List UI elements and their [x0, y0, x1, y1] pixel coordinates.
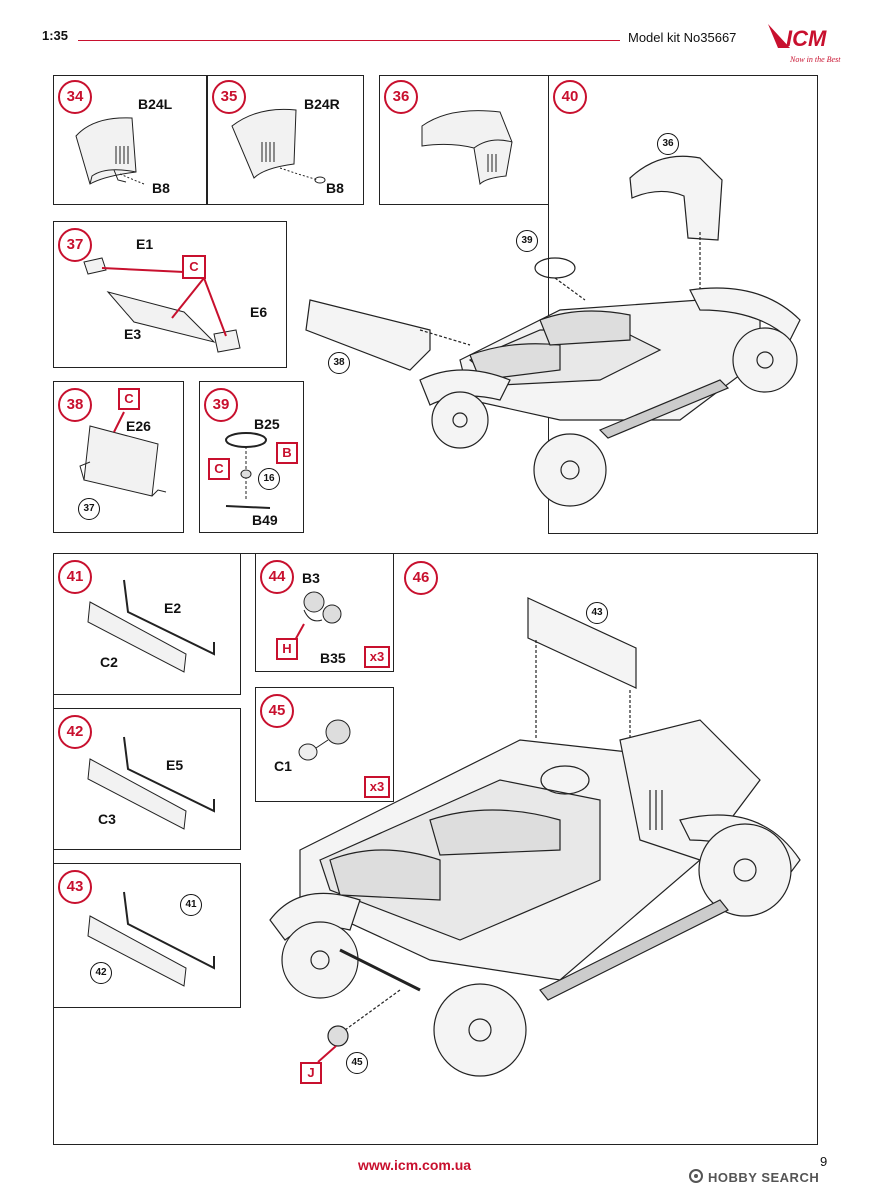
- step-36-panel: 36: [379, 75, 549, 205]
- part-label: C1: [274, 758, 292, 774]
- color-code-box: C: [118, 388, 140, 410]
- seat-side-panel-drawing: [87, 736, 215, 830]
- quantity-box: x3: [364, 776, 390, 798]
- step-35-panel: 35 B24R B8: [207, 75, 364, 205]
- seat-side-panel-drawing: [87, 579, 215, 673]
- step-37-panel: 37 E1 E3 E6 C: [53, 221, 287, 368]
- fender-left-drawing: [75, 117, 145, 185]
- part-label: E1: [136, 236, 154, 252]
- icm-logo: ICM Now in the Best: [764, 18, 844, 66]
- part-label: B24R: [304, 96, 340, 112]
- part-label: E5: [166, 757, 184, 773]
- color-code-box: J: [300, 1062, 322, 1084]
- step-reference: 45: [346, 1052, 368, 1074]
- step-38-panel: 38 C E26 37: [53, 381, 184, 533]
- step-43-panel: 43 41 42: [53, 863, 241, 1008]
- step-number: 44: [260, 560, 294, 594]
- step-34-panel: 34 B24L B8: [53, 75, 207, 205]
- part-label: B25: [254, 416, 280, 432]
- part-label: B24L: [138, 96, 173, 112]
- color-code-box: C: [208, 458, 230, 480]
- color-code-box: C: [182, 255, 206, 279]
- fender-right-drawing: [231, 108, 326, 184]
- part-label: B8: [326, 180, 344, 196]
- step-45-panel: 45 C1 x3: [255, 687, 394, 802]
- part-label: E3: [124, 326, 142, 342]
- seat-frame-drawing: [83, 257, 241, 353]
- step-number: 34: [58, 80, 92, 114]
- hobby-search-icon: [689, 1169, 703, 1183]
- step-40-panel: 40: [548, 75, 818, 534]
- step-reference: 38: [328, 352, 350, 374]
- step-number: 43: [58, 870, 92, 904]
- step-reference: 42: [90, 962, 112, 984]
- scale-label: 1:35: [42, 28, 69, 43]
- step-number: 39: [204, 388, 238, 422]
- part-label: B49: [252, 512, 278, 528]
- quantity-box: x3: [364, 646, 390, 668]
- step-number: 41: [58, 560, 92, 594]
- fender-assembly-drawing: [421, 110, 513, 186]
- page-number: 9: [820, 1154, 828, 1169]
- step-number: 38: [58, 388, 92, 422]
- header-rule: [78, 40, 620, 41]
- step-reference: 39: [516, 230, 538, 252]
- step-41-panel: 41 E2 C2: [53, 553, 241, 695]
- step-number: 40: [553, 80, 587, 114]
- website-url[interactable]: www.icm.com.ua: [358, 1157, 472, 1173]
- step-number: 37: [58, 228, 92, 262]
- hub-assembly-drawing: [293, 591, 342, 643]
- logo-text: ICM: [786, 26, 827, 51]
- part-label: C2: [100, 654, 118, 670]
- step-number: 42: [58, 715, 92, 749]
- color-code-box: H: [276, 638, 298, 660]
- step-number: 45: [260, 694, 294, 728]
- step-42-panel: 42 E5 C3: [53, 708, 241, 850]
- step-39-panel: 39 B25 B49 C B 16: [199, 381, 304, 533]
- color-code-box: B: [276, 442, 298, 464]
- seat-back-drawing: [79, 411, 167, 497]
- watermark: HOBBY SEARCH: [708, 1170, 820, 1185]
- logo-tagline: Now in the Best: [789, 55, 841, 64]
- part-label: C3: [98, 811, 116, 827]
- step-number: 36: [384, 80, 418, 114]
- step-number: 35: [212, 80, 246, 114]
- steering-wheel-drawing: [225, 432, 271, 509]
- side-panel-assembly-drawing: [87, 891, 215, 987]
- kit-number: Model kit No35667: [628, 30, 737, 45]
- step-44-panel: 44 B3 B35 H x3: [255, 553, 394, 672]
- part-label: B3: [302, 570, 320, 586]
- step-reference: 16: [258, 468, 280, 490]
- part-label: E6: [250, 304, 268, 320]
- step-reference: 37: [78, 498, 100, 520]
- part-label: B8: [152, 180, 170, 196]
- step-reference: 36: [657, 133, 679, 155]
- part-label: E2: [164, 600, 182, 616]
- step-reference: 41: [180, 894, 202, 916]
- part-label: B35: [320, 650, 346, 666]
- part-label: E26: [126, 418, 151, 434]
- step-reference: 43: [586, 602, 608, 624]
- step-number: 46: [404, 561, 438, 595]
